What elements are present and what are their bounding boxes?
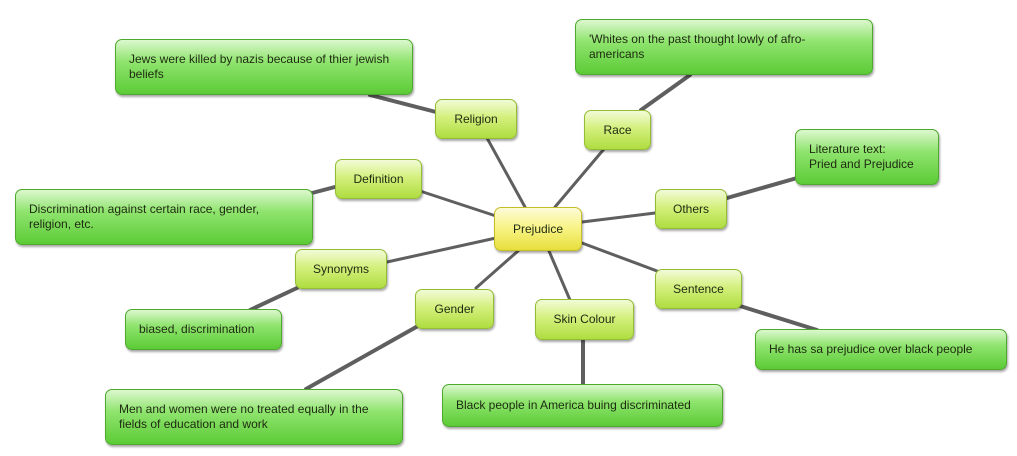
link-definition-detail: [310, 185, 337, 195]
center-node-prejudice[interactable]: Prejudice: [494, 207, 582, 251]
link-center-sentence: [580, 241, 659, 273]
link-sentence-detail: [738, 304, 819, 332]
detail-religion[interactable]: Jews were killed by nazis because of thi…: [115, 39, 413, 95]
detail-gender[interactable]: Men and women were no treated equally in…: [105, 389, 403, 445]
link-center-race: [553, 147, 606, 209]
link-gender-detail: [304, 324, 420, 391]
category-religion[interactable]: Religion: [435, 99, 517, 139]
category-synonyms[interactable]: Synonyms: [295, 249, 387, 289]
category-race[interactable]: Race: [584, 110, 651, 150]
link-synonyms-detail: [248, 286, 299, 312]
link-center-religion: [485, 136, 527, 209]
category-gender[interactable]: Gender: [415, 289, 494, 329]
category-sentence[interactable]: Sentence: [655, 269, 742, 309]
detail-synonyms[interactable]: biased, discrimination: [125, 309, 282, 350]
detail-sentence[interactable]: He has sa prejudice over black people: [755, 329, 1007, 370]
link-others-detail: [725, 176, 799, 200]
link-center-skin-colour: [547, 249, 572, 302]
detail-skin-colour[interactable]: Black people in America buing discrimina…: [442, 384, 723, 427]
category-definition[interactable]: Definition: [335, 159, 422, 199]
category-others[interactable]: Others: [655, 189, 727, 229]
detail-definition[interactable]: Discrimination against certain race, gen…: [15, 189, 313, 245]
link-center-synonyms: [385, 236, 498, 264]
category-skin-colour[interactable]: Skin Colour: [535, 299, 634, 340]
link-religion-detail: [368, 93, 438, 114]
detail-race[interactable]: 'Whites on the past thought lowly of afr…: [575, 19, 873, 75]
link-race-detail: [639, 73, 692, 112]
link-center-others: [580, 211, 657, 224]
link-center-gender: [474, 249, 520, 290]
detail-others[interactable]: Literature text: Pried and Prejudice: [795, 129, 939, 185]
link-center-definition: [418, 189, 498, 218]
